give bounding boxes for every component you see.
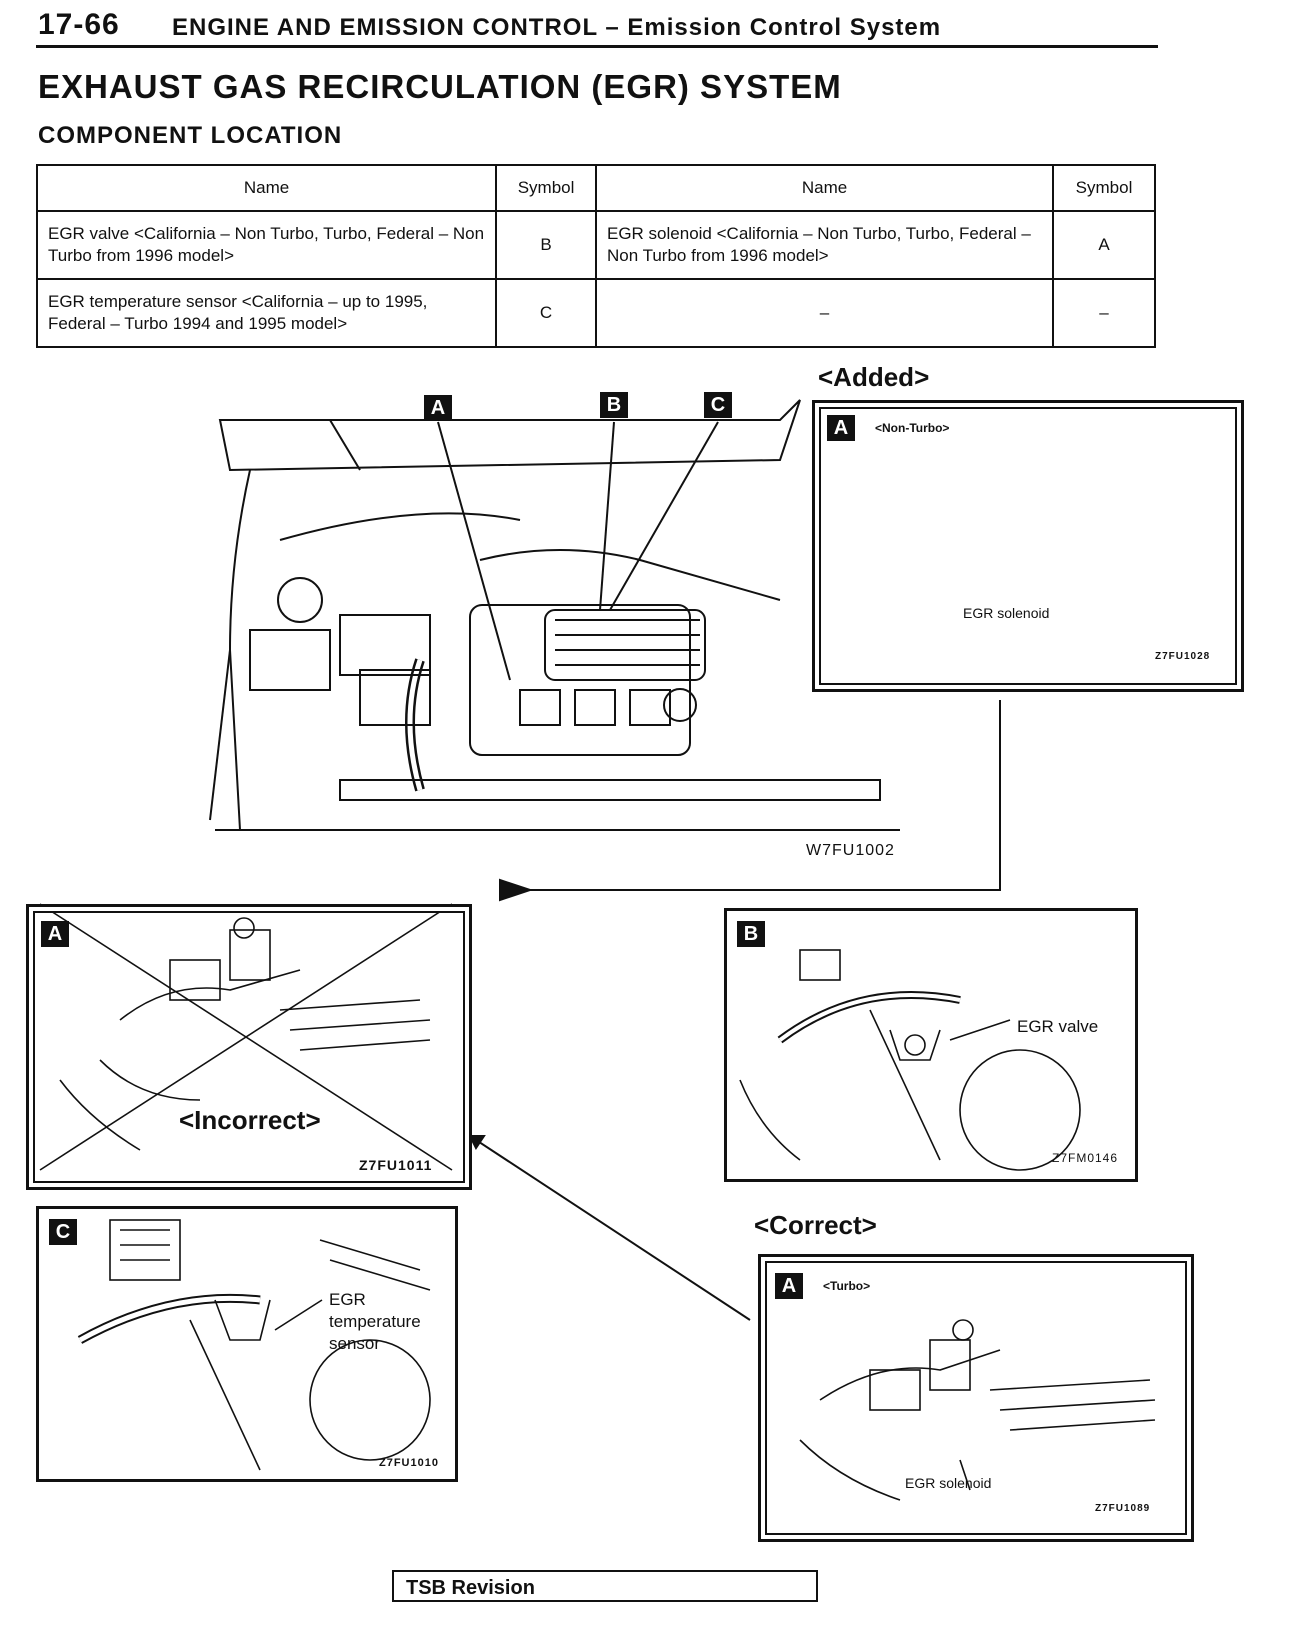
header-divider	[36, 45, 1158, 48]
table-row: EGR temperature sensor <California – up …	[35, 278, 1156, 348]
engine-bay-drawing	[209, 399, 1001, 1321]
panel-b: B EGR valve Z7FM0146	[724, 908, 1138, 1182]
table-cell-symbol: C	[495, 278, 597, 348]
tsb-revision-box: TSB Revision	[392, 1570, 818, 1602]
table-cell-name: EGR solenoid <California – Non Turbo, Tu…	[594, 210, 1055, 280]
table-cell-name: EGR valve <California – Non Turbo, Turbo…	[35, 210, 498, 280]
incorrect-panel-drawing	[39, 903, 453, 1171]
table-cell-name: EGR temperature sensor <California – up …	[35, 278, 498, 348]
panel-c-drawing	[77, 1219, 431, 1471]
panel-tag-b: B	[737, 921, 765, 947]
callout-a: A	[424, 395, 452, 421]
panel-b-drawing	[739, 949, 1081, 1171]
header-symbol: Symbol	[495, 164, 597, 212]
panel-tag-a: A	[827, 415, 855, 441]
label-line: temperature	[329, 1312, 421, 1331]
panel-tag-c: C	[49, 1219, 77, 1245]
callout-b: B	[600, 392, 628, 418]
main-figure-code: W7FU1002	[806, 842, 895, 859]
added-label: <Added>	[818, 362, 930, 392]
header-name: Name	[35, 164, 498, 212]
label-line: sensor	[329, 1334, 381, 1353]
panel-tag-a: A	[775, 1273, 803, 1299]
added-panel: A <Non-Turbo> EGR solenoid Z7FU1028	[812, 400, 1244, 692]
chapter-title: ENGINE AND EMISSION CONTROL – Emission C…	[172, 14, 942, 41]
table-cell-symbol: A	[1052, 210, 1156, 280]
table-cell-symbol: B	[495, 210, 597, 280]
incorrect-label: <Incorrect>	[179, 1105, 321, 1135]
egr-solenoid-label: EGR solenoid	[905, 1475, 992, 1491]
correct-panel-drawing	[799, 1319, 1156, 1501]
figure-code: Z7FU1010	[379, 1457, 439, 1469]
table-header-row: Name Symbol Name Symbol	[35, 164, 1156, 212]
non-turbo-label: <Non-Turbo>	[875, 421, 950, 435]
correct-label: <Correct>	[754, 1210, 877, 1240]
section-title: EXHAUST GAS RECIRCULATION (EGR) SYSTEM	[38, 68, 842, 105]
panel-c: C EGR temperature sensor Z7FU1010	[36, 1206, 458, 1482]
egr-solenoid-label: EGR solenoid	[963, 605, 1050, 621]
egr-valve-label: EGR valve	[1017, 1017, 1099, 1036]
header-name: Name	[594, 164, 1055, 212]
table-cell-name: –	[594, 278, 1055, 348]
panel-tag-a: A	[41, 921, 69, 947]
figure-code: Z7FU1028	[1155, 651, 1211, 662]
header-symbol: Symbol	[1052, 164, 1156, 212]
correct-panel: A <Turbo> EGR solenoid Z7FU1089	[758, 1254, 1194, 1542]
figure-code: Z7FM0146	[1052, 1151, 1119, 1165]
page-number: 17-66	[38, 8, 120, 41]
incorrect-panel: A <Incorrect> Z7FU1011	[26, 904, 472, 1190]
callout-c: C	[704, 392, 732, 418]
figure-code: Z7FU1089	[1095, 1503, 1151, 1514]
component-table: Name Symbol Name Symbol EGR valve <Calif…	[35, 164, 1156, 348]
component-location-title: COMPONENT LOCATION	[38, 122, 343, 149]
egr-temperature-sensor-label: EGR temperature sensor	[329, 1289, 421, 1355]
label-line: EGR	[329, 1290, 366, 1309]
turbo-label: <Turbo>	[823, 1279, 871, 1293]
table-row: EGR valve <California – Non Turbo, Turbo…	[35, 210, 1156, 280]
table-cell-symbol: –	[1052, 278, 1156, 348]
figure-code: Z7FU1011	[359, 1157, 433, 1173]
